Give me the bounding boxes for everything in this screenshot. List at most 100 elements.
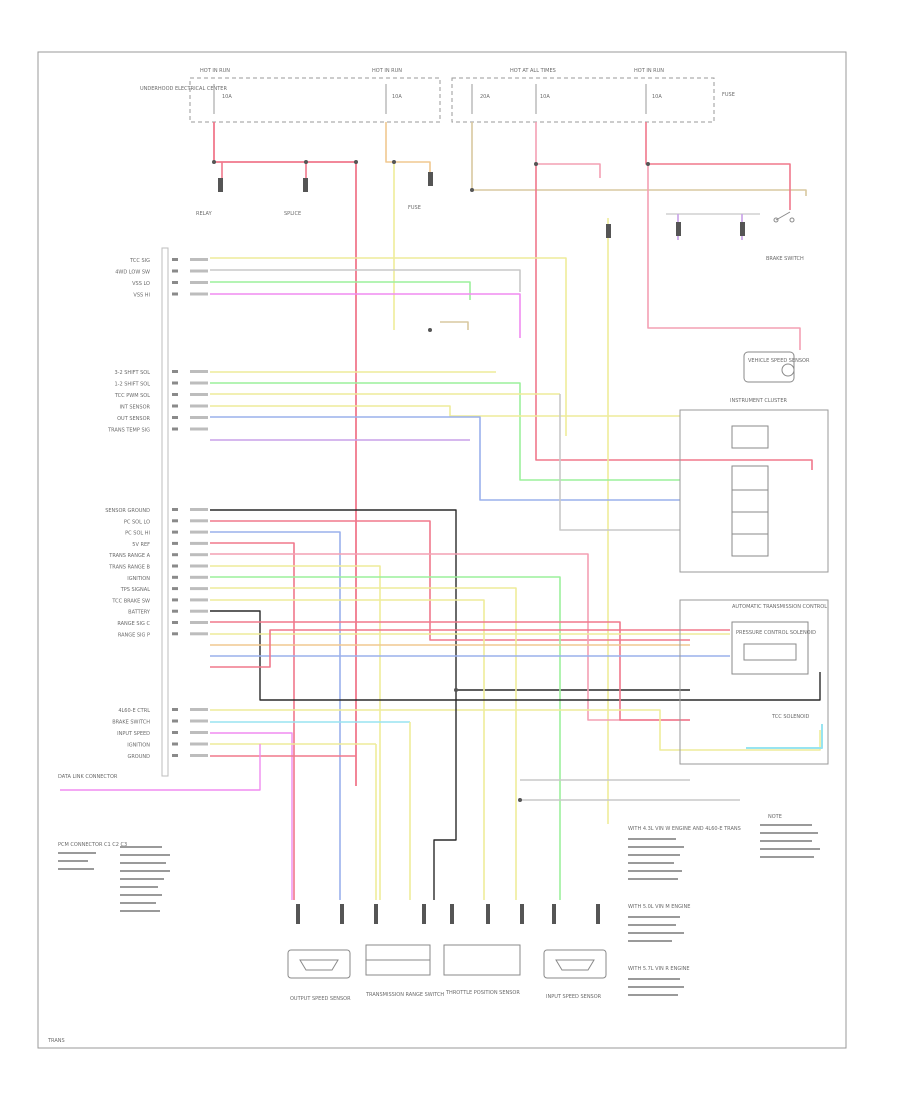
pin-number-mark [172,508,178,511]
wire-color-code [190,598,208,602]
wire-color-code [190,416,208,419]
label-vss: VEHICLE SPEED SENSOR [748,358,810,364]
pcm-pin-label: TCC SIG [129,258,150,264]
fuse-rating-3: 20A [480,94,490,100]
label-output-speed: OUTPUT SPEED SENSOR [290,996,351,1002]
wire-color-code [190,530,208,534]
splice-dot [470,188,474,192]
pin-number-mark [172,404,178,408]
wire [210,257,567,436]
pin-number-mark [172,575,178,579]
pin-number-mark [172,719,178,723]
pcm-pin-label: IGNITION [127,576,150,582]
wire-color-code [190,258,208,261]
pin-number-mark [172,587,178,591]
wire [645,122,791,210]
tcm-box [679,599,829,765]
wire [746,724,823,749]
note-block-3-lines [628,978,684,996]
pin-number-mark [172,416,178,419]
pcm-pin-label: IGNITION [127,743,150,749]
wire-color-code [190,587,208,591]
wire [210,629,730,668]
wire [210,610,821,701]
fuse-block-left [189,77,441,123]
label-tcm: AUTOMATIC TRANSMISSION CONTROL [732,604,827,610]
pcm-pin-label: GROUND [127,754,150,760]
wire-color-code [190,541,208,545]
splice-dot [454,688,458,692]
wire-color-code [190,269,208,273]
diagram-border [37,51,847,1049]
pcm-pin-label: 4WD LOW SW [115,270,150,276]
right-side-note-lines [760,824,820,858]
wire-color-code [190,754,208,757]
wire-color-code [190,393,208,396]
pin-number-mark [172,281,178,284]
wire-color-code [190,621,208,624]
cluster-indicators [731,425,769,557]
pcm-pin-label: TRANS RANGE A [108,553,150,559]
wire [647,164,801,350]
wire [535,122,601,178]
pcm-pin-label: TCC PWM SOL [114,393,150,399]
pcm-pin-label: SENSOR GROUND [105,508,150,514]
pcm-pin-label: PC SOL HI [125,531,150,537]
pcm-pin-label: TPS SIGNAL [120,587,151,593]
pcm-pin-label: BRAKE SWITCH [112,720,150,726]
fuse-rating-1: 10A [222,94,232,100]
page-code: TRANS [47,1038,65,1044]
wire [433,690,457,900]
pin-number-mark [172,519,178,523]
wire [471,122,807,196]
wire [210,709,821,751]
wire-color-code [190,564,208,568]
pcm-pin-label: TCC BRAKE SW [111,598,150,604]
instrument-cluster-box [679,409,829,573]
pressure-solenoid-symbol [731,621,809,675]
pcm-pin-label: INT SENSOR [119,405,150,411]
bottom-connector-pins [296,904,600,924]
pin-number-mark [172,541,178,545]
wire [210,416,680,501]
fuse-rating-5: 10A [652,94,662,100]
wire-color-code [190,731,208,734]
splice-dot [354,160,358,164]
note-block-3: WITH 5.7L VIN R ENGINE [628,966,690,972]
wire-color-code [190,381,208,385]
pin-number-mark [172,530,178,534]
wire-color-code [190,632,208,636]
splice-dot [518,798,522,802]
brake-switch-symbol [773,211,795,223]
wire [210,565,381,900]
label-fuse-pump: FUSE [408,205,421,211]
label-tcc-solenoid: TCC SOLENOID [771,714,810,720]
pin-number-mark [172,269,178,273]
fuse-symbols [213,84,647,114]
wire-harness [60,122,823,900]
splice-dot [212,160,216,164]
wire-color-code [190,719,208,723]
pin-number-mark [172,553,178,557]
pin-number-mark [172,258,178,261]
fuse-rating-2: 10A [392,94,402,100]
pin-number-mark [172,632,178,636]
pin-number-mark [172,708,178,711]
notes-left-lines [58,846,170,912]
wire [210,281,471,300]
wire [559,394,680,531]
wire [213,122,357,786]
notes-left: PCM CONNECTOR C1 C2 C3 [58,842,127,848]
wire-color-code [190,519,208,523]
wire [210,382,680,481]
splice-dot [646,162,650,166]
splice-dot [428,328,432,332]
bottom-sensor-tps [443,944,521,976]
label-dlc: DATA LINK CONNECTOR [58,774,118,780]
pcm-pin-label: RANGE SIG C [117,621,150,627]
